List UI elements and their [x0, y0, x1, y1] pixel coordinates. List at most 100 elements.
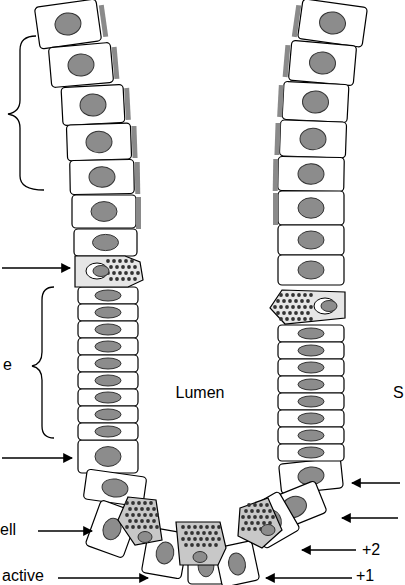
secretory-granule [187, 525, 191, 529]
epithelial-cell [278, 444, 344, 461]
secretory-granule [140, 507, 144, 511]
secretory-granule [253, 515, 257, 519]
secretory-granule [300, 311, 304, 315]
cell-nucleus [302, 90, 329, 113]
leader-arrows [2, 268, 400, 578]
secretory-granule [265, 503, 269, 507]
epithelial-cells [34, 0, 367, 585]
secretory-granule [285, 293, 289, 297]
secretory-granule [271, 515, 275, 519]
cell-outline [278, 325, 344, 342]
epithelial-cell [278, 427, 344, 444]
cell-nucleus [300, 128, 327, 150]
secretory-granule [121, 265, 125, 269]
epithelial-cell [78, 304, 138, 321]
secretory-granule [131, 501, 135, 505]
secretory-granule [193, 525, 197, 529]
secretory-granule [125, 501, 129, 505]
secretory-granule [288, 299, 292, 303]
epithelial-cell [78, 406, 138, 423]
leader-arrow [58, 577, 148, 578]
secretory-granule [291, 317, 295, 321]
cell-nucleus [298, 198, 324, 218]
cell-nucleus [298, 362, 324, 373]
epithelial-cell [279, 120, 346, 158]
secretory-granule [190, 531, 194, 535]
microvilli-bar [274, 123, 280, 155]
secretory-granule [276, 311, 280, 315]
secretory-granule [130, 271, 134, 275]
secretory-granule [247, 503, 251, 507]
epithelial-cell [34, 0, 101, 49]
epithelial-cell [66, 123, 131, 161]
secretory-granule [214, 531, 218, 535]
granular-cell-outline [270, 290, 345, 324]
cell-outline [66, 123, 131, 161]
cell-outline [78, 423, 138, 440]
secretory-granule [244, 509, 248, 513]
epithelial-cell [282, 81, 349, 122]
secretory-granule [112, 259, 116, 263]
secretory-granule [259, 515, 263, 519]
epithelial-cell [278, 225, 344, 255]
secretory-granule [303, 293, 307, 297]
cell-outline [278, 156, 345, 191]
secretory-granule [146, 519, 150, 523]
secretory-granule [309, 317, 313, 321]
secretory-granule [193, 537, 197, 541]
epithelial-cell [78, 321, 138, 338]
epithelial-cell [78, 338, 138, 355]
secretory-granule [121, 277, 125, 281]
secretory-granule [146, 507, 150, 511]
secretory-granule [294, 299, 298, 303]
secretory-granule [149, 525, 153, 529]
cell-outline [72, 195, 136, 228]
cell-nucleus [95, 409, 121, 420]
secretory-granule [265, 515, 269, 519]
cell-outline [278, 410, 344, 427]
cell-nucleus [93, 266, 109, 277]
secretory-granule [303, 317, 307, 321]
secretory-granule [118, 271, 122, 275]
zone-label: e [3, 356, 12, 374]
secretory-granule [253, 503, 257, 507]
leader-arrow [302, 549, 356, 550]
cell-nucleus [95, 375, 121, 386]
cell-outline [278, 191, 344, 225]
secretory-granule [187, 537, 191, 541]
secretory-granule [109, 265, 113, 269]
secretory-granule [291, 293, 295, 297]
cell-outline [78, 287, 138, 304]
cell-nucleus [79, 93, 106, 116]
secretory-granule [115, 265, 119, 269]
secretory-granule [241, 527, 245, 531]
cell-nucleus [86, 131, 113, 153]
cell-type-label: ell [0, 521, 16, 539]
microvilli-bar [283, 45, 291, 77]
cell-outline [278, 427, 344, 444]
epithelial-cell [78, 355, 138, 372]
zone-bracket [8, 36, 44, 190]
epithelial-cell [278, 342, 344, 359]
secretory-granule [247, 515, 251, 519]
secretory-granule [297, 305, 301, 309]
secretory-granule [282, 311, 286, 315]
lumen-label: Lumen [176, 384, 225, 402]
secretory-granule [205, 537, 209, 541]
secretory-granule [282, 299, 286, 303]
cell-nucleus [298, 447, 324, 458]
microvilli-bar [292, 5, 301, 37]
secretory-granule [279, 317, 283, 321]
epithelial-cell [278, 376, 344, 393]
cell-nucleus [95, 358, 121, 369]
secretory-granule [250, 509, 254, 513]
epithelial-cell [278, 359, 344, 376]
granular-cell [270, 290, 345, 324]
granular-cell-outline [75, 256, 143, 287]
granular-cells [75, 256, 345, 565]
cell-nucleus [138, 532, 152, 543]
secretory-granule [143, 501, 147, 505]
microvilli-bar [135, 162, 141, 194]
secretory-granule [211, 525, 215, 529]
